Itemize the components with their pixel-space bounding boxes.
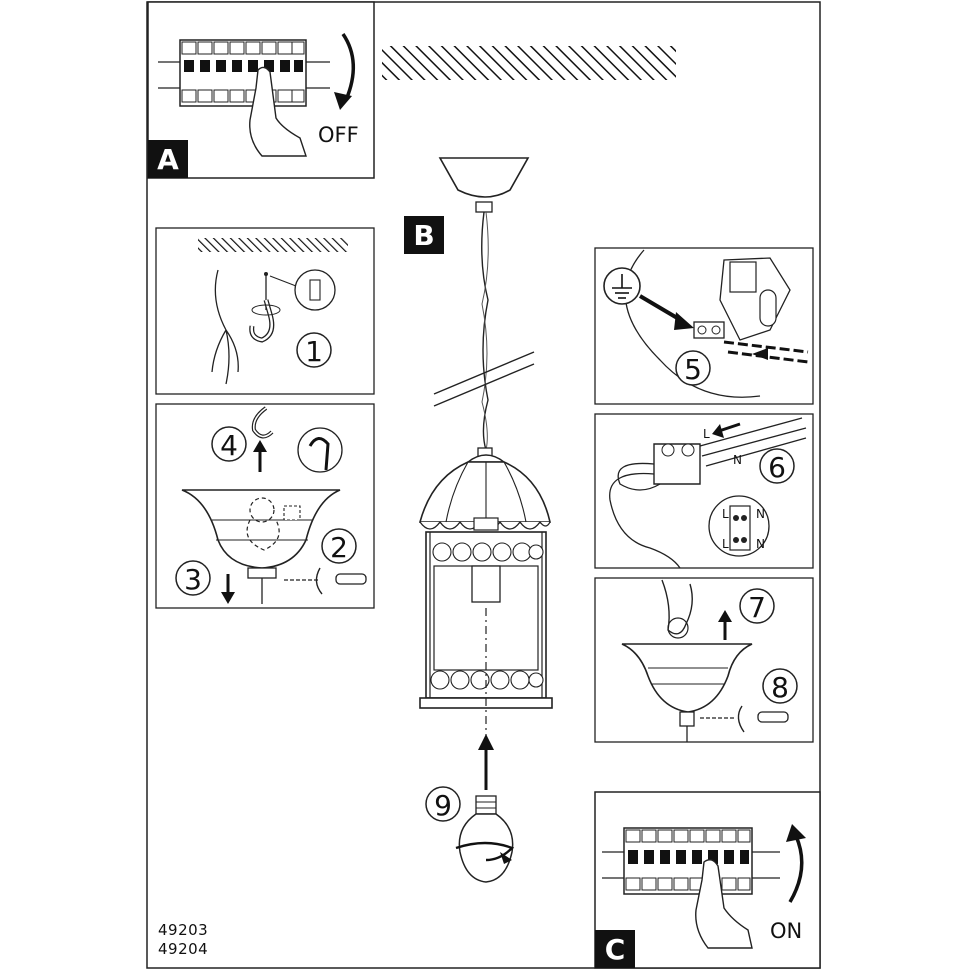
ceiling-wires-icon <box>211 269 239 385</box>
ceiling-hatch <box>382 46 676 80</box>
product-codes: 49203 49204 <box>158 921 208 959</box>
step-2-label: 2 <box>330 531 348 564</box>
panel-step-5: 5 <box>594 247 814 405</box>
canopy-icon <box>438 157 530 198</box>
breaker-box-icon <box>158 39 330 107</box>
product-code: 49204 <box>158 940 209 958</box>
badge-b <box>404 216 444 254</box>
light-bulb-icon <box>458 795 514 883</box>
panel-b-lantern: B <box>404 157 553 883</box>
step-4-label: 4 <box>220 429 238 462</box>
step-3-label: 3 <box>184 563 202 596</box>
terminal-label-l-top: L <box>722 507 729 521</box>
badge-b-label: B <box>413 219 434 252</box>
terminal-label-n-top: N <box>756 507 765 521</box>
panel-step-1: 1 <box>155 227 375 395</box>
neutral-wire-label: N <box>733 453 742 467</box>
hook-detail-icon <box>297 427 343 473</box>
panel-step-6: L N L N L N 6 <box>594 413 814 569</box>
product-code: 49203 <box>158 921 209 939</box>
badge-a <box>148 140 188 178</box>
badge-c-label: C <box>605 933 626 966</box>
rotate-arrow-icon <box>455 841 515 862</box>
step-1-circle <box>296 332 332 368</box>
screwdriver-icon <box>335 573 367 585</box>
terminal-label-l-bottom: L <box>722 537 729 551</box>
lantern-roof <box>418 461 552 523</box>
lantern-scallop-top <box>432 542 544 562</box>
badge-c <box>595 930 635 968</box>
step-8-label: 8 <box>771 671 789 704</box>
live-wire-label: L <box>703 427 710 441</box>
off-label: OFF <box>318 123 359 147</box>
step-6-label: 6 <box>768 451 786 484</box>
on-label: ON <box>770 919 802 943</box>
lantern-scallop-bottom <box>430 670 544 690</box>
lamp-socket <box>471 565 501 603</box>
chain-icon <box>661 579 693 635</box>
hand-icon <box>249 66 307 157</box>
arrow-down-icon <box>341 33 356 101</box>
panel-steps-7-8: 7 8 <box>594 577 814 743</box>
terminal-label-n-bottom: N <box>756 537 765 551</box>
step-9-label: 9 <box>434 789 452 822</box>
step-1-label: 1 <box>305 335 323 368</box>
page-frame <box>146 1 821 969</box>
badge-a-label: A <box>157 143 179 176</box>
suspension-cord <box>481 211 489 451</box>
panel-c: ON C <box>594 791 821 969</box>
step-5-label: 5 <box>684 353 702 386</box>
arrow-up-icon <box>788 835 804 903</box>
screwdriver-icon-2 <box>757 711 789 723</box>
hand-icon-2 <box>695 859 753 949</box>
step-7-label: 7 <box>748 591 766 624</box>
panel-steps-2-3-4: 4 2 3 <box>155 403 375 609</box>
panel-a: OFF A <box>147 1 375 179</box>
